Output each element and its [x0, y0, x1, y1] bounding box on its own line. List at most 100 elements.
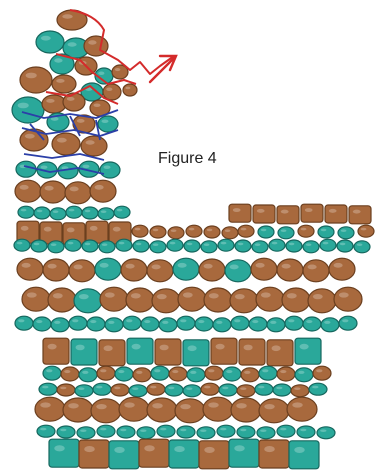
brown-bead — [291, 385, 309, 397]
brown-bead — [43, 259, 69, 281]
bead-highlight — [21, 226, 29, 231]
teal-bead — [177, 316, 195, 330]
bead-highlight — [187, 243, 193, 246]
bead-highlight — [321, 229, 327, 232]
bead-highlight — [361, 228, 367, 231]
brown-bead — [256, 287, 284, 311]
brown-bead — [259, 440, 289, 468]
bead-highlight — [56, 79, 64, 83]
teal-bead — [217, 425, 235, 437]
brown-bead — [169, 367, 187, 381]
brown-bead — [20, 67, 52, 93]
brown-bead — [17, 258, 43, 280]
bead-highlight — [298, 371, 304, 374]
brown-bead — [287, 397, 317, 421]
teal-bead — [129, 385, 147, 397]
bead-highlight — [264, 446, 275, 452]
bead-highlight — [270, 321, 276, 324]
brown-bead — [178, 287, 206, 311]
bead-highlight — [94, 103, 101, 107]
brown-bead — [42, 95, 66, 113]
brown-bead — [35, 397, 65, 421]
bead-highlight — [124, 402, 135, 407]
bead-highlight — [76, 345, 85, 351]
teal-bead — [69, 316, 87, 330]
teal-bead — [225, 260, 251, 282]
bead-highlight — [21, 209, 27, 212]
bead-highlight — [100, 263, 109, 268]
teal-bead — [231, 316, 249, 330]
brown-bead — [303, 260, 329, 282]
teal-bead — [197, 427, 215, 439]
teal-bead — [49, 439, 79, 467]
brown-bead — [201, 383, 219, 395]
teal-bead — [273, 384, 291, 396]
teal-bead — [82, 207, 98, 219]
bead-highlight — [36, 320, 42, 323]
bead-highlight — [131, 293, 141, 298]
brown-bead — [40, 181, 66, 203]
bead-highlight — [98, 71, 104, 75]
teal-bead — [34, 207, 50, 219]
teal-bead — [109, 441, 139, 469]
brown-bead — [119, 397, 149, 421]
bead-highlight — [222, 387, 228, 390]
bead-highlight — [46, 99, 54, 103]
bead-highlight — [244, 371, 250, 374]
teal-bead — [257, 427, 275, 439]
brown-bead — [100, 287, 128, 311]
bead-highlight — [186, 387, 192, 390]
teal-bead — [285, 316, 303, 330]
teal-bead — [339, 316, 357, 330]
bead-highlight — [53, 293, 63, 298]
bead-highlight — [204, 386, 210, 389]
brown-bead — [204, 226, 220, 238]
bead-highlight — [154, 369, 160, 372]
bead-highlight — [54, 445, 65, 451]
bead-highlight — [20, 185, 29, 190]
brown-bead — [147, 398, 177, 422]
bead-highlight — [306, 243, 312, 246]
bead-highlight — [113, 227, 121, 232]
teal-bead — [98, 116, 118, 132]
bead-highlight — [235, 294, 245, 299]
bead-highlight — [118, 370, 124, 373]
bead-highlight — [152, 403, 163, 408]
teal-bead — [123, 316, 141, 330]
bead-highlight — [280, 428, 286, 431]
brown-bead — [152, 289, 180, 313]
bead-highlight — [225, 229, 231, 232]
bead-highlight — [308, 265, 317, 270]
bead-highlight — [288, 319, 294, 322]
teal-bead — [150, 241, 166, 253]
teal-bead — [71, 339, 97, 365]
bead-highlight — [100, 369, 106, 372]
bead-highlight — [67, 97, 75, 101]
bead-highlight — [80, 429, 86, 432]
brown-bead — [277, 259, 303, 281]
bead-highlight — [135, 228, 141, 231]
bead-highlight — [260, 429, 266, 432]
bead-highlight — [324, 321, 330, 324]
bead-highlight — [45, 186, 54, 191]
teal-bead — [289, 441, 319, 469]
bead-highlight — [60, 429, 66, 432]
bead-highlight — [244, 345, 253, 351]
brown-bead — [277, 367, 295, 381]
bead-highlight — [95, 185, 104, 190]
bead-highlight — [126, 319, 132, 322]
brown-bead — [253, 205, 275, 223]
teal-bead — [320, 239, 336, 251]
bead-highlight — [208, 402, 219, 407]
bead-highlight — [240, 429, 246, 432]
bead-highlight — [68, 403, 79, 408]
teal-bead — [12, 97, 44, 123]
bead-highlight — [88, 40, 96, 44]
bead-highlight — [160, 345, 169, 351]
bead-highlight — [62, 14, 73, 18]
bead-highlight — [150, 386, 156, 389]
bead-highlight — [25, 134, 35, 139]
bead-highlight — [105, 292, 115, 297]
bead-highlight — [114, 387, 120, 390]
bead-highlight — [68, 42, 77, 46]
